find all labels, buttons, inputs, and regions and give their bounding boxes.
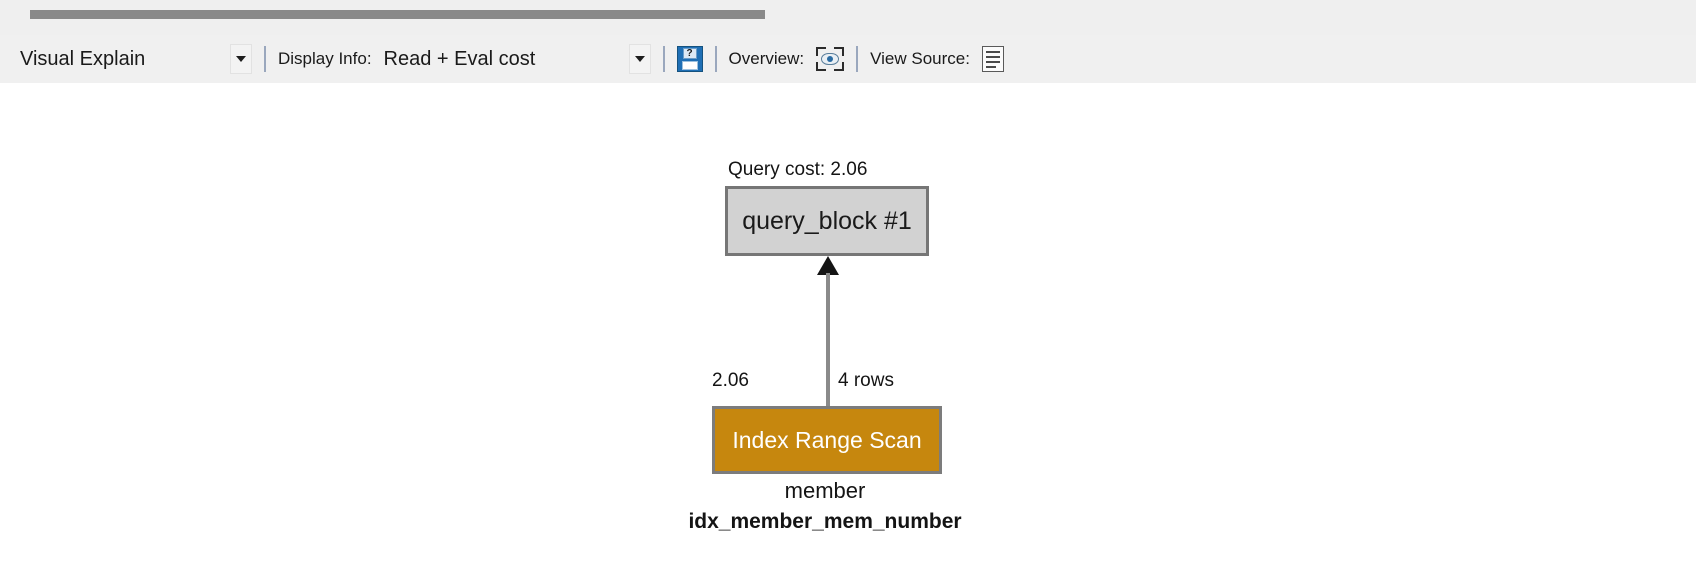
chevron-down-icon	[634, 56, 645, 62]
toolbar-separator-3	[714, 46, 717, 72]
node-index-name-text: idx_member_mem_number	[688, 510, 962, 533]
edge-cost-label: 2.06	[712, 370, 749, 391]
doc-line	[985, 56, 1000, 58]
display-info-value: Read + Eval cost	[383, 47, 536, 70]
query-cost-label: Query cost: 2.06	[728, 159, 868, 180]
document-lines-icon[interactable]	[981, 46, 1004, 72]
chevron-down-icon	[236, 56, 246, 62]
doc-line	[985, 51, 1000, 53]
toolbar-separator-4	[856, 46, 859, 72]
connector-arrowhead-icon	[817, 256, 839, 275]
horizontal-scrollbar-strip	[0, 0, 1696, 35]
eye-overview-icon[interactable]	[816, 47, 845, 71]
node-table-name: member	[0, 478, 1696, 504]
explain-mode-dropdown-button[interactable]	[230, 44, 252, 74]
node-index-range-scan[interactable]: Index Range Scan	[712, 406, 942, 474]
doc-line	[985, 61, 1000, 63]
node-index-range-scan-title: Index Range Scan	[732, 426, 922, 453]
node-query-block-title: query_block #1	[742, 206, 912, 235]
node-index-name: idx_member_mem_number	[0, 510, 1696, 534]
display-info-select[interactable]: Display Info: Read + Eval cost	[278, 44, 651, 74]
horizontal-scrollbar-thumb[interactable]	[30, 10, 765, 19]
toolbar-separator-2	[662, 46, 665, 72]
connector-line	[826, 273, 830, 406]
edge-rows-label: 4 rows	[838, 370, 894, 391]
node-query-block[interactable]: query_block #1	[725, 186, 929, 256]
node-table-name-text: member	[784, 478, 866, 503]
bracket-bottom-right	[834, 62, 845, 71]
display-info-label: Display Info:	[278, 49, 372, 68]
explain-mode-select[interactable]: Visual Explain	[20, 44, 252, 74]
bracket-bottom-left	[816, 62, 827, 71]
explain-mode-value: Visual Explain	[20, 47, 146, 70]
overview-label: Overview:	[728, 49, 805, 68]
view-source-label: View Source:	[870, 49, 970, 68]
bracket-top-right	[834, 47, 845, 56]
save-query-icon[interactable]: ?	[676, 46, 703, 72]
save-query-glyph: ?	[682, 48, 697, 59]
eye-pupil	[827, 56, 834, 62]
horizontal-scrollbar-track[interactable]	[0, 5, 1696, 19]
visual-explain-toolbar: Visual Explain Display Info: Read + Eval…	[0, 35, 1696, 83]
visual-explain-canvas[interactable]: Query cost: 2.06 query_block #1 2.06 4 r…	[0, 83, 1696, 572]
bracket-top-left	[816, 47, 827, 56]
toolbar-separator-1	[264, 46, 266, 72]
doc-line	[985, 66, 996, 68]
floppy-label-area	[681, 61, 698, 70]
display-info-dropdown-button[interactable]	[628, 44, 651, 74]
